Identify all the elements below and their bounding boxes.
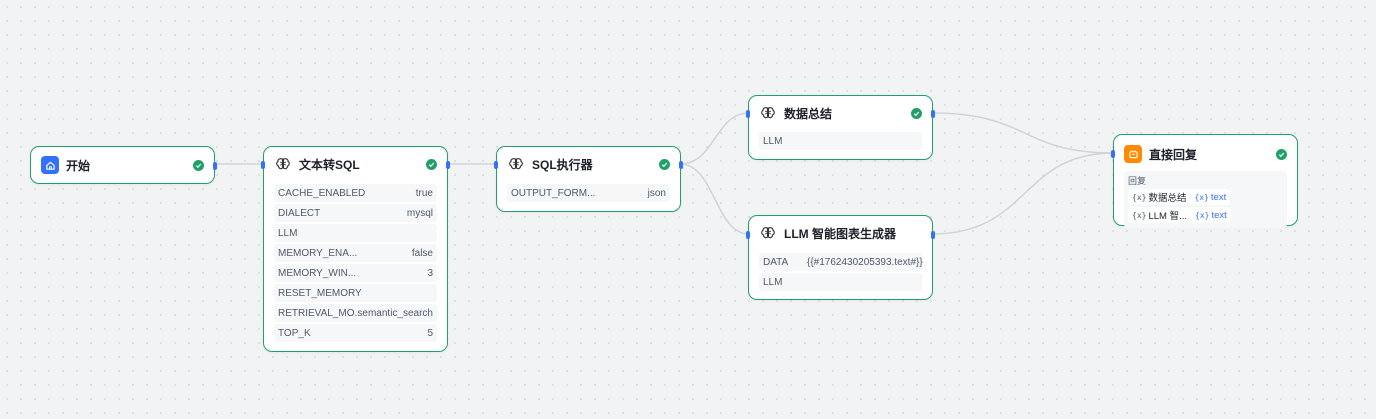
output-port[interactable] [213, 162, 217, 170]
param-row: RETRIEVAL_MO...semantic_search [274, 304, 437, 322]
check-status-icon [426, 158, 437, 170]
output-port[interactable] [931, 231, 935, 239]
variable-chip: {x}数据总结 {x}text [1128, 189, 1231, 205]
param-value: json [647, 187, 666, 199]
input-port[interactable] [494, 161, 498, 169]
param-row: OUTPUT_FORM... json [507, 184, 670, 202]
edge-sqlexec-chart [679, 163, 750, 235]
node-llm-chart-generator[interactable]: LLM 智能图表生成器 DATA {{#1762430205393.text#}}… [746, 215, 935, 300]
variable-icon: {x} [1132, 192, 1147, 202]
edge-summary-reply [931, 112, 1115, 154]
param-key: RETRIEVAL_MO... [278, 307, 358, 319]
param-value: semantic_search [357, 307, 433, 319]
param-key: MEMORY_ENA... [278, 247, 358, 259]
variable-icon: {x} [1132, 210, 1147, 220]
ref-var-name: text [1211, 209, 1227, 221]
param-key: OUTPUT_FORM... [511, 187, 596, 199]
brain-icon [507, 155, 525, 173]
reply-ref-row: {x}数据总结 {x}text [1128, 189, 1283, 205]
param-value: 5 [427, 327, 433, 339]
param-row: CACHE_ENABLED true [274, 184, 437, 202]
node-title: LLM 智能图表生成器 [784, 226, 896, 241]
ref-var: {x}text [1194, 192, 1226, 203]
variable-icon: {x} [1194, 192, 1209, 202]
node-direct-reply[interactable]: 直接回复 回复 {x}数据总结 {x}text {x}LLM 智... {x}t… [1111, 134, 1298, 228]
variable-chip: {x}LLM 智... {x}text [1128, 207, 1231, 223]
param-row: LLM [274, 224, 437, 242]
reply-content: 回复 {x}数据总结 {x}text {x}LLM 智... {x}text [1124, 171, 1287, 228]
ref-var: {x}text [1195, 210, 1227, 221]
brain-icon [759, 224, 777, 242]
param-row: DIALECT mysql [274, 204, 437, 222]
param-list: OUTPUT_FORM... json [507, 184, 670, 204]
param-value: mysql [406, 207, 433, 219]
param-key: LLM [278, 227, 298, 239]
node-title: 数据总结 [784, 106, 833, 121]
param-value: {{#1762430205393.text#}} [807, 256, 923, 268]
param-row: LLM [759, 132, 922, 150]
ref-source: LLM 智... [1148, 211, 1187, 222]
param-value: true [415, 187, 433, 199]
variable-icon: {x} [1195, 210, 1210, 220]
param-key: TOP_K [278, 327, 311, 339]
ref-source: 数据总结 [1148, 193, 1187, 204]
param-key: RESET_MEMORY [278, 287, 362, 299]
param-row: LLM [759, 273, 922, 291]
node-title: 开始 [66, 158, 91, 173]
check-status-icon [1276, 148, 1287, 160]
output-port[interactable] [446, 161, 450, 169]
check-status-icon [659, 158, 670, 170]
edge-sqlexec-summary [679, 112, 750, 165]
output-port[interactable] [679, 161, 683, 169]
node-text2sql[interactable]: 文本转SQL CACHE_ENABLED true DIALECT mysql LL… [261, 146, 450, 352]
node-title: 直接回复 [1149, 147, 1198, 162]
brain-icon [274, 155, 292, 173]
param-list: DATA {{#1762430205393.text#}} LLM [759, 253, 923, 293]
edge-chart-reply [931, 152, 1115, 235]
param-key: DIALECT [278, 207, 321, 219]
node-title: SQL执行器 [532, 157, 593, 172]
brain-icon [759, 104, 777, 122]
input-port[interactable] [746, 110, 750, 118]
param-row: MEMORY_ENA... false [274, 244, 437, 262]
param-list: LLM [759, 132, 922, 152]
param-key: MEMORY_WIN... [278, 267, 357, 279]
param-row: TOP_K 5 [274, 324, 437, 342]
node-data-summary[interactable]: 数据总结 LLM [746, 95, 935, 160]
param-value: 3 [427, 267, 433, 279]
check-status-icon [911, 107, 922, 119]
node-title: 文本转SQL [299, 157, 360, 172]
input-port[interactable] [1111, 150, 1115, 158]
node-sql-executor[interactable]: SQL执行器 OUTPUT_FORM... json [494, 146, 683, 212]
node-start[interactable]: 开始 [30, 146, 217, 184]
home-icon [41, 156, 59, 174]
input-port[interactable] [746, 231, 750, 239]
reply-icon [1124, 145, 1142, 163]
param-row: DATA {{#1762430205393.text#}} [759, 253, 923, 271]
param-key: LLM [763, 276, 783, 288]
param-key: DATA [763, 256, 789, 268]
param-row: MEMORY_WIN... 3 [274, 264, 437, 282]
reply-ref-row: {x}LLM 智... {x}text [1128, 207, 1283, 223]
check-status-icon [193, 159, 204, 171]
output-port[interactable] [931, 110, 935, 118]
param-key: CACHE_ENABLED [278, 187, 366, 199]
param-list: CACHE_ENABLED true DIALECT mysql LLM MEMOR… [274, 184, 437, 344]
input-port[interactable] [261, 161, 265, 169]
param-value: false [411, 247, 433, 259]
param-row: RESET_MEMORY [274, 284, 437, 302]
ref-var-name: text [1210, 191, 1227, 203]
param-key: LLM [763, 135, 783, 147]
reply-label: 回复 [1128, 176, 1147, 186]
